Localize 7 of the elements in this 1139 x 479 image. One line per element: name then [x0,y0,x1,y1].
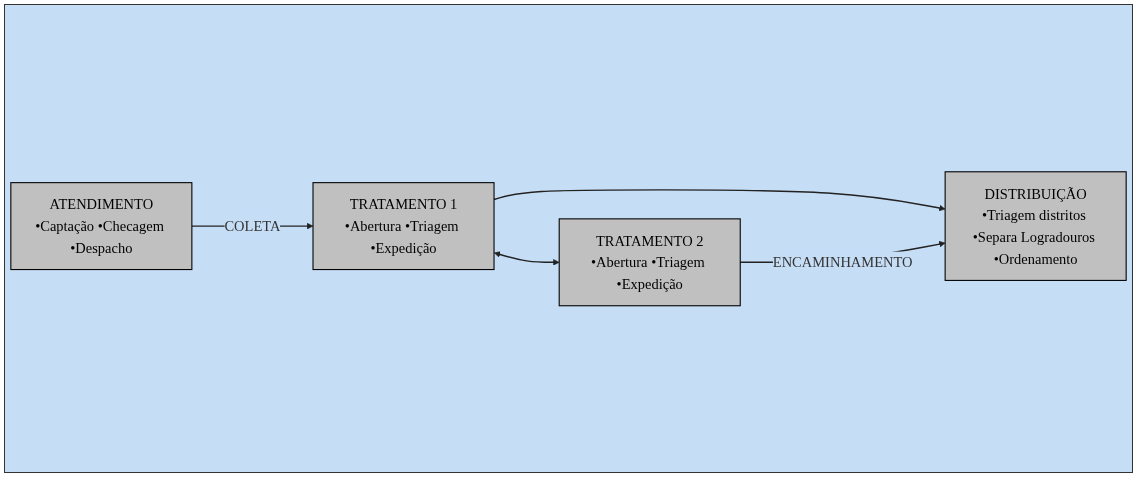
node-box: ATENDIMENTO •Captação •Checagem •Despacho [10,181,193,270]
arrow [494,251,560,266]
edge-label: ENCAMINHAMENTO [772,254,913,270]
edge-label: COLETA [224,217,281,234]
node-box: TRATAMENTO 2 •Abertura •Triagem •Expedição [558,218,741,306]
node-box: TRATAMENTO 1 •Abertura •Triagem •Expedição [312,181,495,270]
node-box: DISTRIBUIÇÃO •Triagem distritos •Separa Logradouros •Ordenamento [944,170,1127,281]
